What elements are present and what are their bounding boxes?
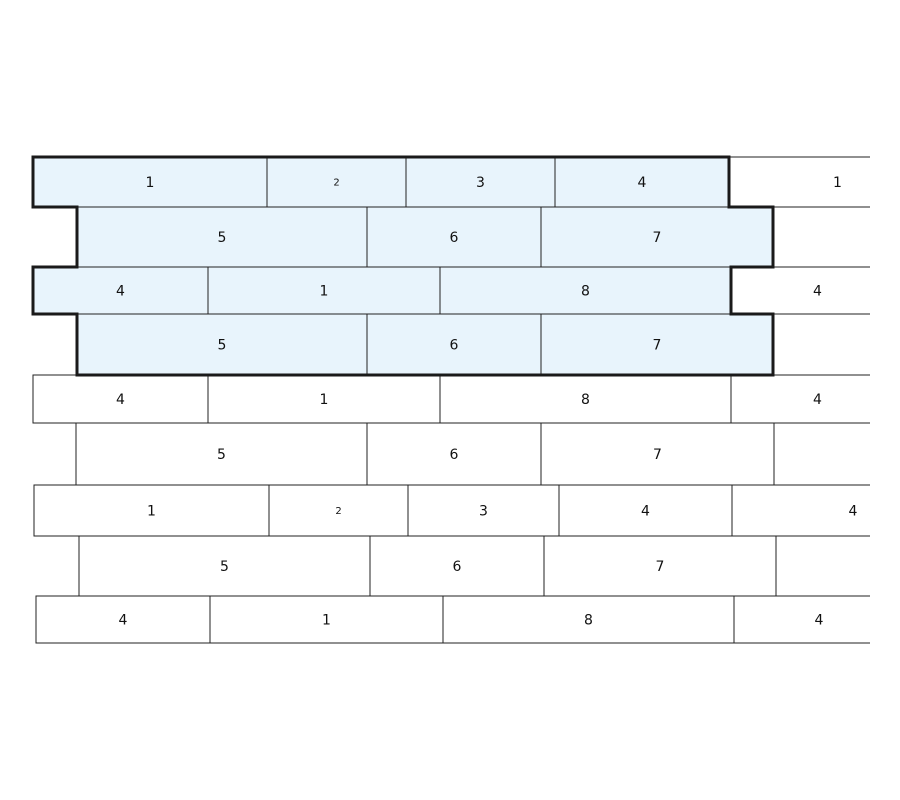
tile-label: 5 [218,338,227,354]
tile-label: 4 [813,392,822,408]
tile-label: 5 [220,559,229,575]
tile [554,156,730,208]
tile-label: 8 [584,613,593,629]
tile [35,595,211,644]
tile [543,535,777,597]
tile [439,266,732,315]
tile [366,422,542,486]
tile [33,484,270,537]
tile [32,156,268,208]
tile-label: 4 [119,613,128,629]
tiles-layer [32,156,870,644]
tile-edge [731,484,870,537]
tile [75,422,368,486]
labels-layer: 1 2 3 4 1 5 6 7 4 1 8 4 5 6 7 4 1 8 4 5 6 7 1 2 3 4 4 5 6 7 4 1 8 4 [116,175,858,629]
tile-label: 8 [581,392,590,408]
tile-label: 1 [833,175,842,191]
tile [540,313,774,376]
tile-label: 1 [146,175,155,191]
tile-label: 5 [217,447,226,463]
tile-label: 3 [479,504,488,520]
tile-label: 5 [218,230,227,246]
tile [366,313,542,376]
tile [731,267,870,314]
tile [207,374,441,424]
tile-label: 7 [656,559,665,575]
tile-label: 4 [116,392,125,408]
tile-label: 7 [653,230,662,246]
tile [732,485,870,536]
tile-edge [733,595,870,644]
tile [407,484,560,537]
tile-edge [730,374,870,424]
tile [209,595,444,644]
tile-label: 2 [335,506,341,517]
tile-label: 6 [450,447,459,463]
tile [558,484,733,537]
tile [734,596,870,643]
tile-label: 6 [453,559,462,575]
highlight-outline [31,155,775,377]
tile-label: 7 [653,338,662,354]
tile-label: 1 [320,284,329,300]
tile [731,375,870,423]
tile-label: 1 [320,392,329,408]
tile-label: 7 [653,447,662,463]
tile-label: 4 [815,613,824,629]
tile-label: 4 [638,175,647,191]
tile [266,156,407,208]
tile [540,422,775,486]
tile-label: 6 [450,338,459,354]
tile-label: 4 [641,504,650,520]
tile-label: 6 [450,230,459,246]
tile-label: 1 [322,613,331,629]
tile [366,206,542,268]
tile-label: 4 [813,284,822,300]
tile-label: 4 [849,504,858,520]
tile-label: 1 [147,504,156,520]
tile [207,266,441,315]
tile-label: 2 [333,178,339,189]
tile [76,313,368,376]
tile-label: 8 [581,284,590,300]
tile [729,157,870,207]
tile-label: 4 [116,284,125,300]
tile-label: 3 [476,175,485,191]
